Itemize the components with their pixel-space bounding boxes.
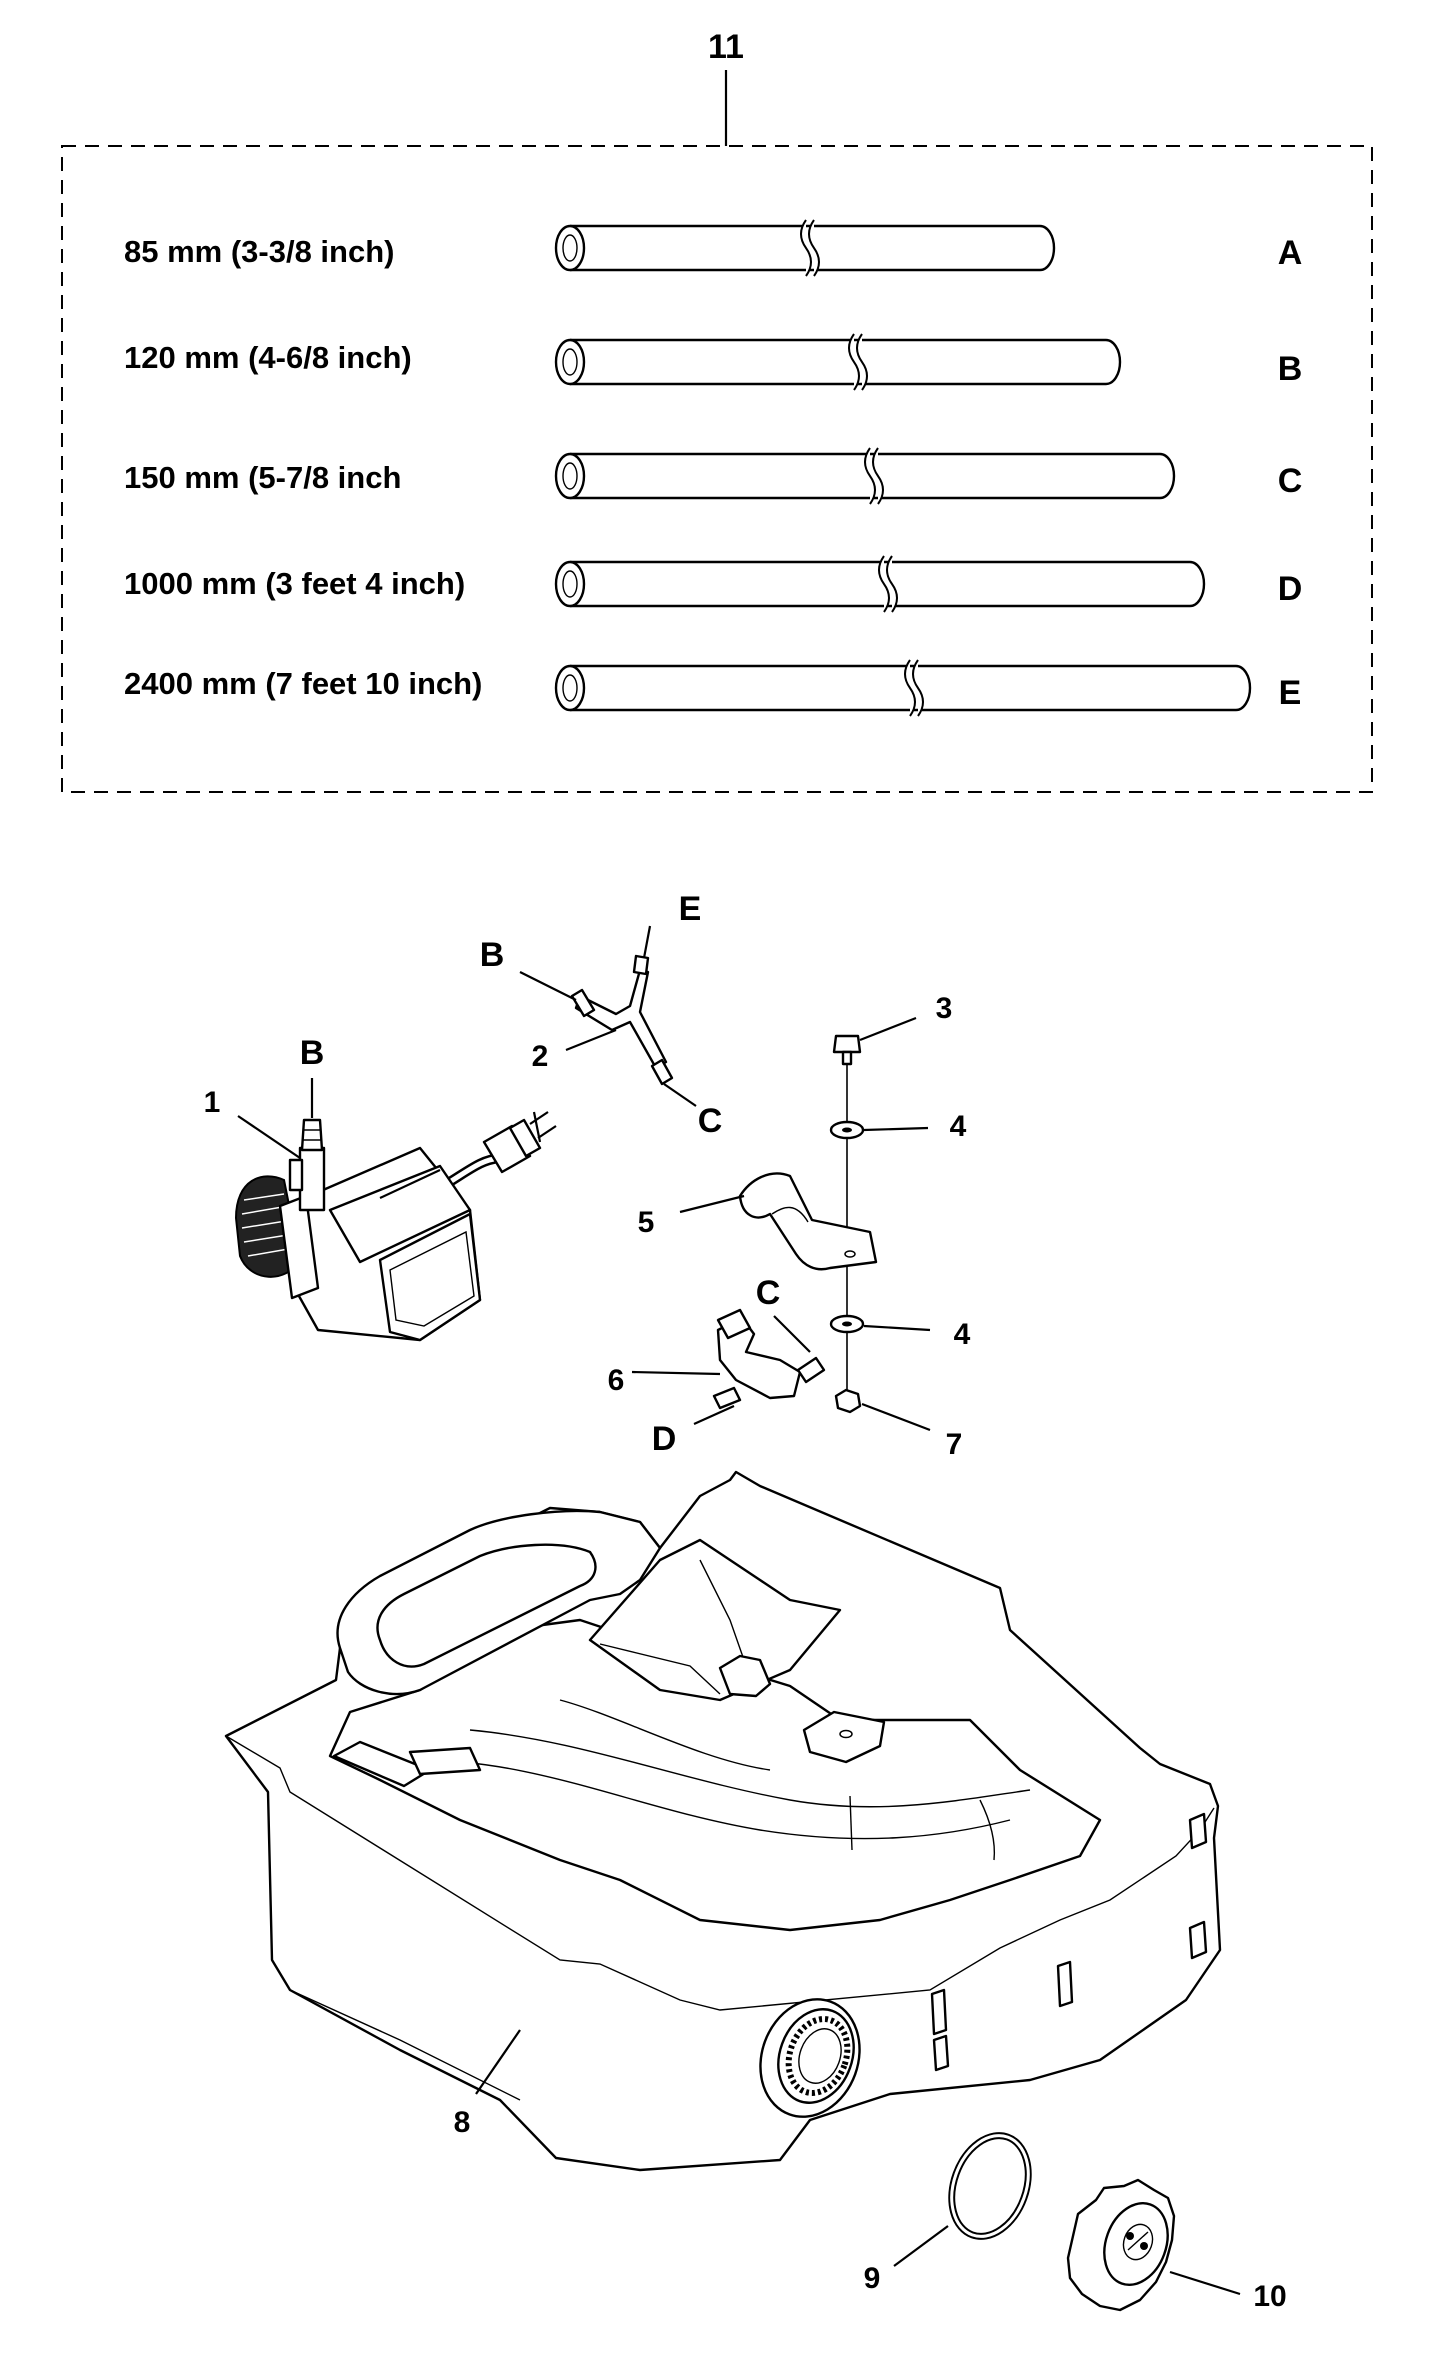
kit-callout: 11	[708, 28, 744, 66]
hose-tube	[554, 447, 1176, 505]
filler-neck	[759, 1998, 861, 2118]
hose-length-label: 1000 mm (3 feet 4 inch)	[124, 566, 465, 601]
y-bottom-hose-letter: C	[698, 1102, 723, 1140]
hose-tube	[554, 219, 1056, 277]
bolt: 3	[832, 992, 953, 1066]
power-plug	[482, 1111, 557, 1174]
bracket-callout: 5	[638, 1206, 655, 1239]
hose-tube	[554, 659, 1252, 717]
valve-bottom-hose-letter: D	[652, 1420, 677, 1458]
hose-row-e: 2400 mm (7 feet 10 inch) E	[124, 659, 1302, 717]
hose-tube	[554, 333, 1122, 391]
seal-ring-callout: 9	[864, 2262, 881, 2295]
hose-length-label: 150 mm (5-7/8 inch	[124, 460, 401, 495]
pump-outlet	[288, 1118, 326, 1212]
tank-callout: 8	[454, 2106, 471, 2139]
y-left-hose-letter: B	[480, 936, 505, 974]
hose-row-c: 150 mm (5-7/8 inch C	[124, 447, 1303, 505]
nut: 7	[834, 1388, 963, 1461]
hose-row-a: 85 mm (3-3/8 inch) A	[124, 219, 1303, 277]
bracket: 5	[638, 1172, 878, 1271]
hose-row-d: 1000 mm (3 feet 4 inch) D	[124, 555, 1303, 613]
valve: 6 C D	[608, 1274, 826, 1458]
y-connector: 2 B E C	[480, 890, 723, 1140]
y-top-hose-letter: E	[679, 890, 702, 928]
valve-top-hose-letter: C	[756, 1274, 781, 1312]
cap-callout: 10	[1253, 2280, 1286, 2313]
tank-handle	[336, 1509, 662, 1696]
washer-bottom-callout: 4	[954, 1318, 971, 1351]
seal-ring: 9	[864, 2132, 1032, 2295]
hose-letter: B	[1278, 350, 1303, 388]
cap: 10	[1066, 2178, 1287, 2313]
pump-leader	[237, 1115, 301, 1159]
hose-letter: A	[1278, 234, 1303, 272]
hose-tube	[554, 555, 1206, 613]
bolt-callout: 3	[936, 992, 953, 1025]
y-connector-callout: 2	[532, 1040, 549, 1073]
nut-callout: 7	[946, 1428, 963, 1461]
impeller-housing	[234, 1175, 320, 1300]
hose-length-label: 85 mm (3-3/8 inch)	[124, 234, 394, 269]
washer-top-callout: 4	[950, 1110, 967, 1143]
valve-callout: 6	[608, 1364, 625, 1397]
pump: 1 B	[204, 1034, 557, 1342]
hose-letter: E	[1279, 674, 1302, 712]
pump-callout: 1	[204, 1086, 221, 1119]
hose-length-label: 2400 mm (7 feet 10 inch)	[124, 666, 482, 701]
tank: 8	[224, 1470, 1222, 2172]
washer-bottom: 4	[829, 1314, 971, 1351]
pump-outlet-hose-letter: B	[300, 1034, 325, 1072]
hose-row-b: 120 mm (4-6/8 inch) B	[124, 333, 1303, 391]
washer-top: 4	[829, 1110, 967, 1143]
hose-letter: D	[1278, 570, 1303, 608]
hose-length-label: 120 mm (4-6/8 inch)	[124, 340, 412, 375]
kit-boundary	[61, 145, 1373, 793]
hose-letter: C	[1278, 462, 1303, 500]
